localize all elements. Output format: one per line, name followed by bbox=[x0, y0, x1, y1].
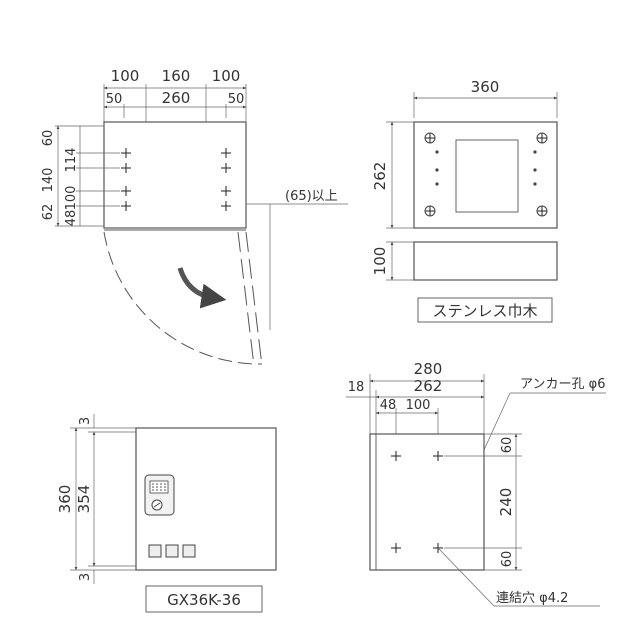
front-height-354: 354 bbox=[75, 485, 93, 514]
dim-top-160: 160 bbox=[162, 67, 191, 85]
dim-left-60: 60 bbox=[41, 130, 56, 147]
plinth-width: 360 bbox=[471, 78, 500, 96]
front-gap-top: 3 bbox=[78, 417, 93, 425]
side-width-262: 262 bbox=[414, 377, 443, 395]
button-2 bbox=[165, 544, 179, 558]
dim-left-48: 48 bbox=[64, 210, 79, 227]
top-view-body bbox=[103, 121, 247, 229]
plinth-height-100: 100 bbox=[371, 247, 389, 276]
button-3 bbox=[182, 544, 196, 558]
dim-top-100-left: 100 bbox=[111, 67, 140, 85]
plinth-view: 360 262 100 ステンレス巾木 bbox=[371, 78, 558, 323]
dim-second-50-left: 50 bbox=[106, 92, 123, 107]
side-view: 280 262 18 48 100 60 240 60 アンカー孔 φ6 連結穴 bbox=[346, 360, 606, 607]
button-1 bbox=[148, 544, 162, 558]
dim-top-100-right: 100 bbox=[212, 67, 241, 85]
plinth-corner-holes bbox=[424, 132, 548, 217]
dim-second-50-right: 50 bbox=[228, 92, 245, 107]
plinth-side bbox=[413, 241, 558, 281]
model-caption: GX36K-36 bbox=[167, 591, 241, 609]
side-offset-18: 18 bbox=[348, 380, 365, 395]
side-vdim-60-bottom: 60 bbox=[500, 551, 515, 568]
side-width-280: 280 bbox=[414, 360, 443, 378]
door-open-outline-b bbox=[245, 231, 263, 367]
plinth-opening bbox=[455, 139, 519, 213]
side-cabinet bbox=[369, 433, 485, 571]
front-view: 360 354 3 3 GX36K-36 bbox=[56, 414, 277, 613]
door-swing-arc bbox=[103, 231, 263, 365]
rotation-arrow-icon bbox=[177, 267, 227, 309]
connect-hole-label: 連結穴 φ4.2 bbox=[496, 591, 568, 606]
dim-left-140: 140 bbox=[41, 168, 56, 193]
dim-left-62: 62 bbox=[41, 204, 56, 221]
speaker-grille-icon bbox=[149, 480, 169, 494]
side-hole-offset-100: 100 bbox=[406, 398, 431, 413]
model-caption-box bbox=[145, 585, 263, 613]
door-open-outline-a bbox=[237, 231, 255, 367]
dim-left-114: 114 bbox=[64, 148, 79, 173]
plinth-height-262: 262 bbox=[371, 162, 389, 191]
dim-left-100: 100 bbox=[64, 186, 79, 211]
anchor-hole-label: アンカー孔 φ6 bbox=[520, 377, 605, 392]
side-vdim-60-top: 60 bbox=[500, 437, 515, 454]
side-hole-offset-48: 48 bbox=[380, 398, 397, 413]
side-vdim-240: 240 bbox=[497, 488, 515, 517]
clearance-label: (65)以上 bbox=[285, 189, 338, 204]
front-gap-bottom: 3 bbox=[78, 573, 93, 581]
front-height-360: 360 bbox=[56, 485, 74, 514]
speaker-dots bbox=[152, 483, 166, 491]
plinth-caption: ステンレス巾木 bbox=[432, 302, 537, 320]
top-view: 100 160 100 50 260 50 60 114 bbox=[41, 67, 348, 367]
plinth-caption-box bbox=[417, 297, 553, 323]
top-view-holes bbox=[121, 148, 231, 211]
dim-second-260: 260 bbox=[162, 89, 191, 107]
